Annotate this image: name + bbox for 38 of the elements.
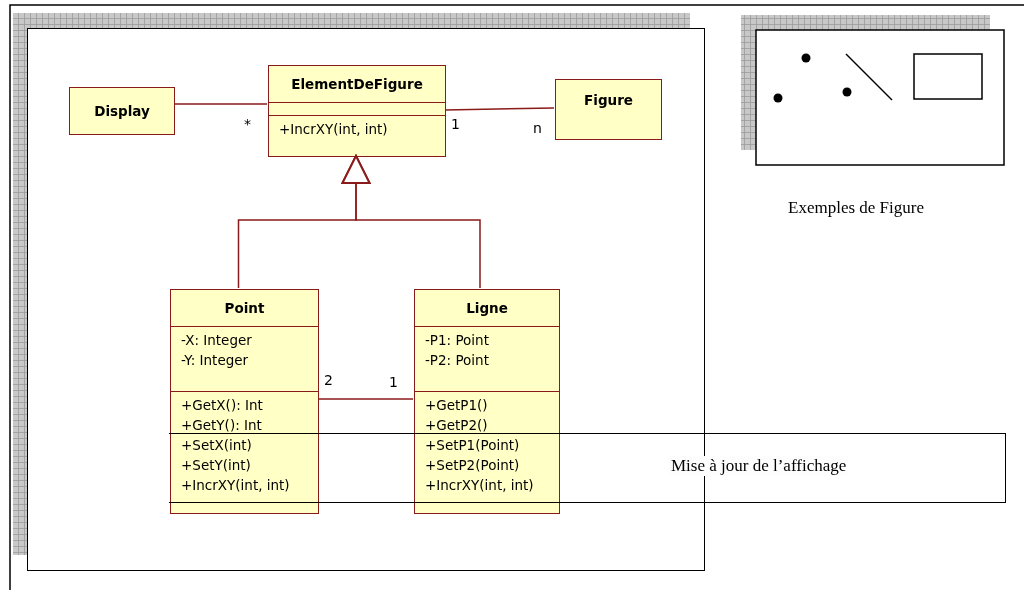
method-text: +GetY(): Int bbox=[180, 416, 263, 435]
multiplicity-label: n bbox=[533, 120, 542, 136]
association-line bbox=[317, 398, 414, 400]
attribute-text: -Y: Integer bbox=[180, 350, 250, 370]
attribute-text: -P1: Point bbox=[424, 330, 490, 350]
window-frame bbox=[27, 28, 705, 571]
multiplicity-label: 2 bbox=[324, 372, 333, 388]
caption: Exemples de Figure bbox=[788, 198, 924, 218]
method-text: +GetP1() bbox=[424, 396, 489, 415]
class-name: ElementDeFigure bbox=[291, 75, 423, 92]
multiplicity-label: * bbox=[244, 116, 251, 132]
class-box bbox=[414, 289, 560, 514]
method-text: +SetX(int) bbox=[180, 436, 253, 455]
method-text: +IncrXY(int, int) bbox=[180, 476, 291, 495]
class-name: Point bbox=[224, 299, 265, 316]
class-name: Ligne bbox=[466, 299, 508, 316]
method-text: +GetP2() bbox=[424, 416, 489, 435]
multiplicity-label: 1 bbox=[389, 374, 398, 390]
class-box bbox=[268, 65, 446, 157]
method-text: +SetP1(Point) bbox=[424, 436, 521, 455]
update-banner bbox=[169, 433, 1006, 503]
method-text: +IncrXY(int, int) bbox=[278, 120, 389, 139]
multiplicity-label: 1 bbox=[451, 116, 460, 132]
method-text: +SetP2(Point) bbox=[424, 456, 521, 475]
generalization-arrow bbox=[341, 155, 481, 289]
attribute-text: -P2: Point bbox=[424, 350, 490, 370]
class-box bbox=[555, 79, 662, 140]
method-text: +SetY(int) bbox=[180, 456, 252, 475]
method-text: +GetX(): Int bbox=[180, 396, 264, 415]
class-box bbox=[170, 289, 319, 514]
class-name: Figure bbox=[584, 91, 633, 108]
class-box bbox=[69, 87, 175, 135]
association-line bbox=[173, 103, 268, 105]
attribute-text: -X: Integer bbox=[180, 330, 253, 350]
banner-text: Mise à jour de l’affichage bbox=[669, 456, 849, 476]
class-name: Display bbox=[94, 103, 150, 119]
method-text: +IncrXY(int, int) bbox=[424, 476, 535, 495]
association-line bbox=[444, 107, 555, 111]
